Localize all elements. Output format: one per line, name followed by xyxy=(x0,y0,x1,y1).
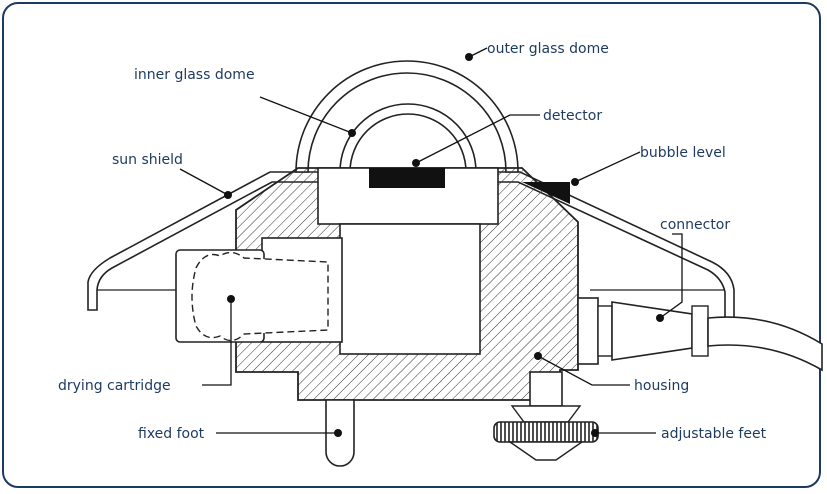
leader-housing xyxy=(537,355,630,386)
connector-body xyxy=(611,301,693,361)
inner-glass-dome-shape xyxy=(339,103,477,173)
inner-cavity xyxy=(339,223,481,355)
adjustable-foot-knob xyxy=(493,421,599,443)
dot-adjustable-feet xyxy=(591,429,599,437)
leader-sun-shield xyxy=(179,168,229,196)
label-sun-shield: sun shield xyxy=(112,152,183,168)
dot-drying-cartridge xyxy=(227,295,235,303)
cable-shape xyxy=(707,316,823,372)
label-detector: detector xyxy=(543,108,602,124)
dot-inner-glass-dome xyxy=(348,129,356,137)
label-outer-glass-dome: outer glass dome xyxy=(487,41,609,57)
label-bubble-level: bubble level xyxy=(640,145,726,161)
leader-drying-cartridge xyxy=(202,299,232,386)
adjustable-foot-stem xyxy=(529,371,563,407)
connector-nut xyxy=(691,305,709,357)
label-drying-cartridge: drying cartridge xyxy=(58,378,171,394)
leader-inner-glass-dome xyxy=(259,96,353,134)
adjustable-foot-tip xyxy=(507,441,585,461)
leader-detector xyxy=(415,114,540,164)
label-connector: connector xyxy=(660,217,730,233)
bubble-level-shape xyxy=(522,182,570,204)
dot-housing xyxy=(534,352,542,360)
label-fixed-foot: fixed foot xyxy=(138,426,205,442)
dot-outer-glass-dome xyxy=(465,53,473,61)
dot-bubble-level xyxy=(571,178,579,186)
adjustable-foot-collar xyxy=(510,405,582,423)
outer-glass-dome-shape xyxy=(295,60,519,173)
drying-cartridge-body xyxy=(191,251,329,342)
label-adjustable-feet: adjustable feet xyxy=(661,426,767,442)
leader-connector xyxy=(659,233,683,319)
label-housing: housing xyxy=(634,378,689,394)
dot-connector xyxy=(656,314,664,322)
connector-flange xyxy=(577,297,599,365)
leader-bubble-level xyxy=(574,151,641,183)
dot-detector xyxy=(412,159,420,167)
label-inner-glass-dome: inner glass dome xyxy=(134,67,255,83)
dot-fixed-foot xyxy=(334,429,342,437)
dot-sun-shield xyxy=(224,191,232,199)
detector-shape xyxy=(369,168,445,188)
connector-ring xyxy=(597,305,613,357)
